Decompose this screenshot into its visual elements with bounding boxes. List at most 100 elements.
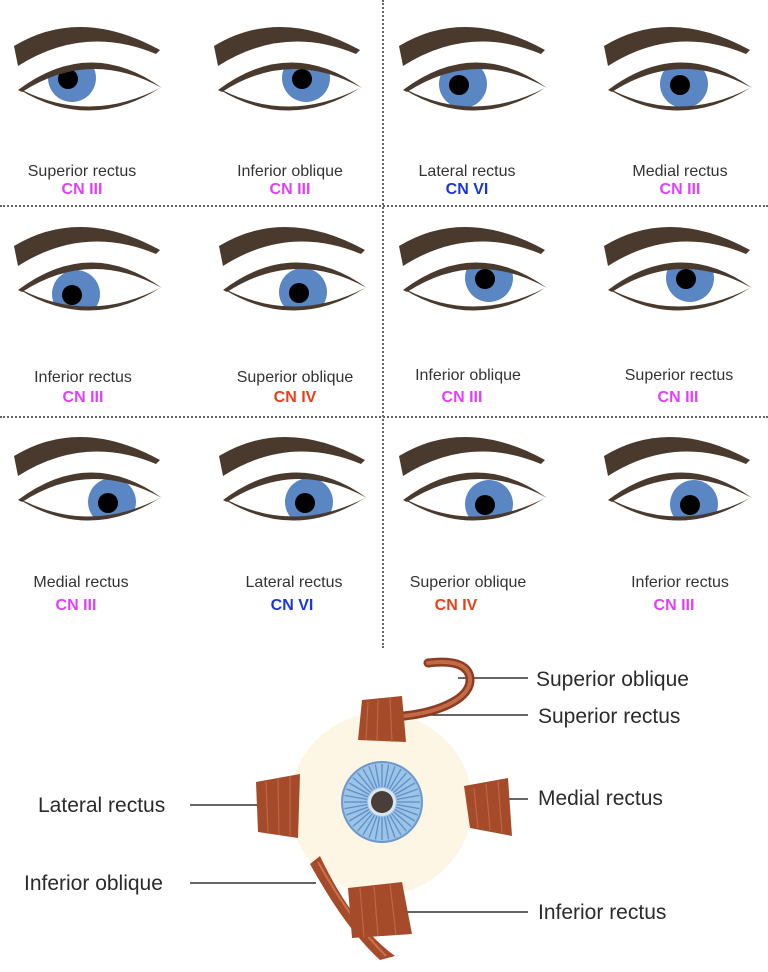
nerve-label: CN III (657, 389, 699, 406)
upper-eyelid (608, 472, 752, 502)
nerve-label: CN IV (434, 597, 478, 614)
muscle-label: Inferior oblique (415, 367, 521, 384)
eyebrow (604, 436, 750, 476)
iris-ray (374, 816, 381, 840)
lower-eyelid (610, 288, 750, 311)
diagram-label-lateral-rectus: Lateral rectus (38, 794, 166, 817)
iris-group (465, 480, 513, 518)
iris-ray (383, 816, 390, 840)
eyebrow (14, 436, 160, 476)
pupil (295, 493, 315, 513)
lower-eyelid (225, 498, 365, 521)
iris-rays (344, 764, 420, 840)
eye-panel (590, 10, 768, 140)
lower-eyelid (405, 88, 545, 111)
pupil (676, 269, 696, 289)
eye-panel (200, 10, 380, 140)
eye-panel (205, 210, 385, 340)
muscle-label: Medial rectus (632, 163, 728, 180)
eye-panel (385, 210, 565, 340)
muscle-striations (265, 697, 503, 938)
iris-group (670, 480, 718, 518)
horizontal-divider-top (0, 205, 768, 207)
upper-eyelid (18, 262, 162, 292)
iris-ray (396, 794, 420, 801)
iris-group (666, 264, 714, 302)
eyebrow (604, 26, 750, 66)
iris-ray (393, 777, 412, 793)
eye-drawing (219, 436, 367, 521)
iris-group (282, 64, 330, 102)
iris-ray (396, 803, 420, 810)
eye-panel (385, 420, 565, 550)
upper-eyelid (403, 262, 547, 292)
iris-ray (362, 768, 376, 790)
eyebrow (399, 436, 545, 476)
superior-rectus-muscle (358, 696, 406, 742)
eye-drawing (219, 226, 367, 311)
eye-drawing (604, 26, 752, 111)
lower-eyelid (220, 88, 360, 111)
eye-panel (590, 420, 768, 550)
iris-ray (346, 806, 369, 816)
eyebrow (219, 226, 365, 266)
nerve-label: CN III (269, 181, 311, 198)
nerve-label: CN VI (445, 181, 489, 198)
eyebrow (399, 226, 545, 266)
muscle-label: Inferior oblique (237, 163, 343, 180)
nerve-label: CN III (61, 181, 103, 198)
eye-panel (385, 10, 565, 140)
iris-ray (352, 777, 371, 793)
muscle-label: Inferior rectus (631, 574, 729, 591)
iris-ray (348, 808, 370, 822)
eyebrow (604, 226, 750, 266)
eye-drawing (604, 436, 752, 521)
eye-drawing (14, 226, 162, 311)
eye-drawing (14, 436, 162, 521)
pupil (58, 69, 78, 89)
upper-eyelid (18, 62, 162, 92)
lower-eyelid (610, 498, 750, 521)
iris-ray (395, 806, 418, 816)
iris-ray (395, 788, 418, 798)
nerve-label: CN IV (273, 389, 317, 406)
iris-ray (368, 766, 378, 789)
iris-ray (383, 764, 390, 788)
iris-group (52, 270, 100, 308)
lower-eyelid (225, 288, 365, 311)
iris-ray (357, 813, 373, 832)
iris-group (465, 264, 513, 302)
iris-ray (346, 788, 369, 798)
pupil (680, 495, 700, 515)
lower-eyelid (20, 88, 160, 111)
iris-ray (368, 815, 378, 838)
eye-panel (0, 10, 180, 140)
lower-eyelid (20, 498, 160, 521)
eye-drawing (604, 226, 752, 311)
iris-ray (374, 764, 381, 788)
iris-ray (352, 811, 371, 827)
eyebrow (14, 226, 160, 266)
muscle-label: Superior rectus (27, 163, 137, 180)
pupil (98, 493, 118, 513)
muscle-label: Lateral rectus (418, 163, 516, 180)
iris-group (48, 64, 96, 102)
muscle-label: Superior oblique (409, 574, 527, 591)
iris-ray (391, 813, 407, 832)
lower-eyelid (610, 88, 750, 111)
iris-ring (341, 761, 423, 843)
diagram-label-medial-rectus: Medial rectus (538, 787, 663, 810)
superior-oblique-tendon-highlight (402, 660, 473, 718)
iris-ray (386, 815, 396, 838)
eyebrow (219, 436, 365, 476)
nerve-label: CN III (55, 597, 97, 614)
horizontal-divider-bottom (0, 416, 768, 418)
pupil (475, 269, 495, 289)
lower-eyelid (405, 288, 545, 311)
nerve-label: CN III (441, 389, 483, 406)
eye-anatomy-svg (190, 657, 528, 960)
muscle-label: Superior oblique (236, 369, 354, 386)
nerve-label: CN III (653, 597, 695, 614)
inferior-oblique-muscle (310, 856, 395, 960)
